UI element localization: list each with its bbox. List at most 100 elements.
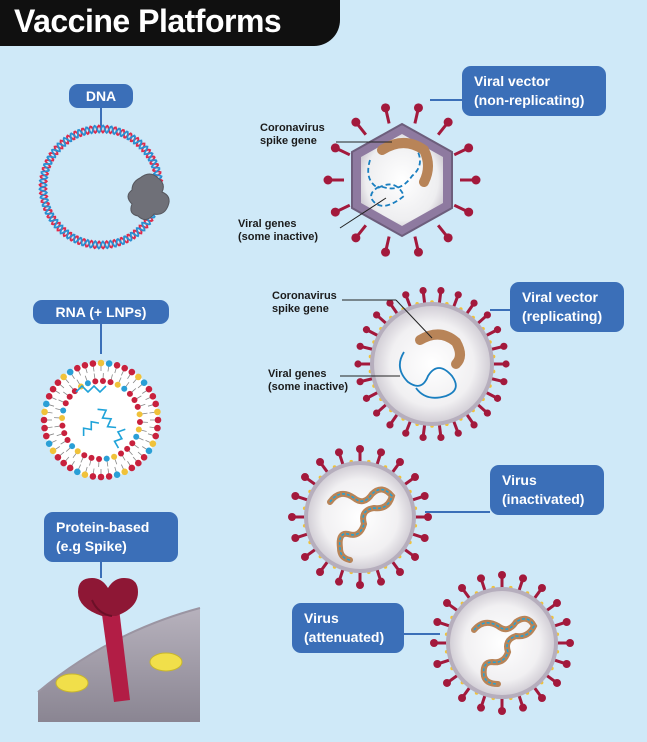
rna-lnp bbox=[40, 359, 162, 481]
spike-knob bbox=[381, 103, 391, 113]
spike-knob bbox=[351, 117, 361, 127]
lipid-head bbox=[124, 445, 131, 452]
label-rep-line2: (replicating) bbox=[522, 308, 603, 324]
spike-knob bbox=[458, 583, 467, 592]
lipid-head bbox=[69, 443, 76, 450]
label-attenuated-line2: (attenuated) bbox=[304, 629, 385, 645]
spike-knob bbox=[413, 247, 423, 257]
spike-knob bbox=[316, 457, 325, 466]
spike-knob bbox=[377, 448, 386, 457]
virus-attenuated bbox=[430, 571, 574, 715]
spike-knob bbox=[356, 445, 364, 453]
label-viral-vector-rep: Viral vector (replicating) bbox=[510, 282, 624, 332]
spike-knob bbox=[351, 233, 361, 243]
lipid-head bbox=[97, 359, 105, 367]
spike-knob bbox=[373, 311, 381, 319]
spike-knob bbox=[562, 617, 571, 626]
lipid-head bbox=[59, 422, 66, 429]
spike-knob bbox=[330, 207, 340, 217]
lipid-head bbox=[154, 416, 162, 424]
lipid-head bbox=[71, 388, 78, 395]
lipid-head bbox=[49, 385, 57, 393]
lipid-head bbox=[118, 450, 125, 457]
lipid-head bbox=[149, 393, 157, 400]
spike-knob bbox=[483, 311, 491, 319]
nonrep-genes-pointer bbox=[339, 197, 387, 229]
spike-knob bbox=[443, 233, 453, 243]
annot-nonrep-genes-line2: (some inactive) bbox=[238, 231, 319, 243]
spike-knob bbox=[420, 534, 429, 543]
spike-knob bbox=[330, 143, 340, 153]
dna-polymerase-blob bbox=[127, 173, 170, 220]
label-inactivated-line2: (inactivated) bbox=[502, 491, 585, 507]
lipid-head bbox=[113, 362, 121, 369]
label-rna: RNA (+ LNPs) bbox=[33, 300, 169, 324]
lipid-head bbox=[105, 360, 113, 367]
annot-rep-genes: Viral genes (some inactive) bbox=[268, 368, 348, 394]
lipid-head bbox=[140, 454, 148, 461]
lipid-head bbox=[131, 396, 138, 403]
lipid-head bbox=[135, 426, 142, 433]
spike-knob bbox=[291, 491, 300, 500]
spike-gene bbox=[377, 138, 433, 187]
spike-knob bbox=[362, 394, 371, 402]
lipid-head bbox=[54, 454, 62, 461]
lipid-head bbox=[97, 473, 105, 481]
page-title: Vaccine Platforms bbox=[14, 3, 282, 39]
lipid-head bbox=[107, 379, 114, 386]
spike-knob bbox=[373, 409, 381, 417]
lipid-head bbox=[66, 368, 74, 376]
lipid-head bbox=[81, 471, 89, 478]
lipid-head bbox=[154, 424, 161, 432]
spike-knob bbox=[395, 457, 404, 466]
lipid-head bbox=[84, 380, 91, 387]
spike-knob bbox=[493, 326, 502, 334]
spike-knob bbox=[386, 299, 394, 307]
lipid-head bbox=[92, 378, 99, 385]
spike-knob bbox=[498, 571, 506, 579]
lipid-head bbox=[45, 440, 53, 447]
viral-vector-rep bbox=[340, 286, 510, 442]
label-nonrep-line1: Viral vector bbox=[474, 73, 551, 89]
spike-knob bbox=[442, 678, 451, 687]
spike-knob bbox=[356, 581, 364, 589]
label-rna-text: RNA (+ LNPs) bbox=[55, 304, 147, 320]
rna-strand-3 bbox=[82, 420, 100, 436]
label-protein-line2: (e.g Spike) bbox=[56, 538, 127, 554]
label-dna: DNA bbox=[69, 84, 133, 108]
spike-knob bbox=[411, 552, 420, 561]
lipid-head bbox=[61, 430, 68, 437]
virus-inactivated bbox=[288, 445, 432, 589]
membrane-protein-right bbox=[149, 652, 183, 672]
membrane-protein-left bbox=[55, 673, 89, 693]
annot-nonrep-spike-line1: Coronavirus bbox=[260, 122, 325, 134]
spike-knob bbox=[288, 513, 296, 521]
spike-knob bbox=[476, 703, 485, 712]
lipid-head bbox=[136, 418, 143, 425]
annot-rep-spike-line2: spike gene bbox=[272, 303, 329, 315]
spike-knob bbox=[443, 117, 453, 127]
spike-knob bbox=[442, 599, 451, 608]
spike-knob bbox=[354, 360, 362, 368]
spike-knob bbox=[553, 599, 562, 608]
lipid-head bbox=[152, 432, 159, 440]
spike-knob bbox=[291, 534, 300, 543]
spike-knob bbox=[323, 175, 333, 185]
label-attenuated-line1: Virus bbox=[304, 610, 339, 626]
lipid-head bbox=[74, 364, 81, 372]
annot-rep-spike: Coronavirus spike gene bbox=[272, 290, 337, 316]
spike-knob bbox=[356, 378, 364, 386]
lipid-head bbox=[40, 416, 48, 424]
lipid-head bbox=[64, 437, 71, 444]
spike-knob bbox=[334, 448, 343, 457]
lipid-head bbox=[113, 471, 121, 478]
spike-knob bbox=[562, 660, 571, 669]
lipid-head bbox=[60, 373, 67, 381]
spike-gene bbox=[415, 329, 465, 369]
lipid-head bbox=[49, 447, 57, 455]
spike-knob bbox=[483, 409, 491, 417]
spike-knob bbox=[493, 394, 502, 402]
annot-nonrep-spike: Coronavirus spike gene bbox=[260, 122, 325, 148]
spike-knob bbox=[454, 429, 462, 437]
